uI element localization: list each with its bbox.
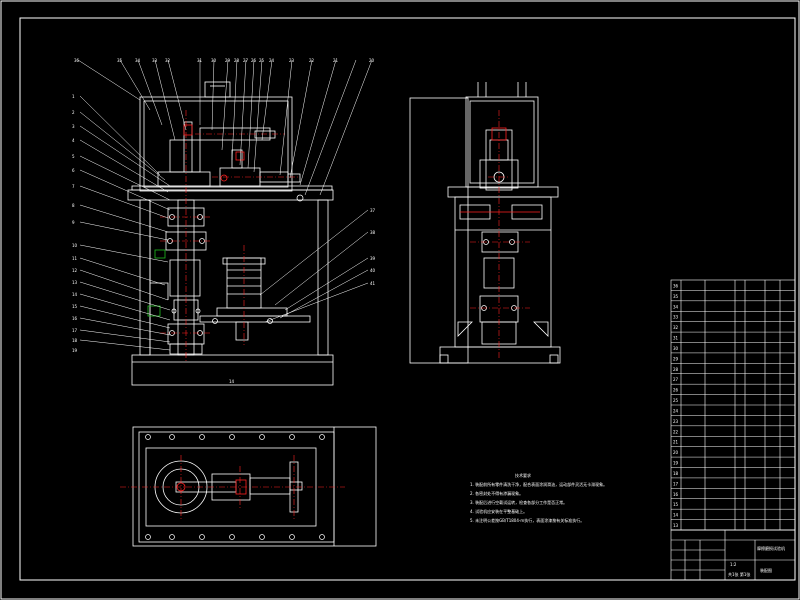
leader-lines-top [77,59,373,196]
parts-row-number: 21 [673,440,679,445]
balloon-label: 20 [369,58,375,63]
drawing-scale: 1:2 [730,562,737,567]
parts-row-number: 15 [673,502,679,507]
balloon-numbers-top: 36 35 34 33 32 31 30 29 28 27 26 25 24 2… [74,58,375,63]
balloon-label: 5 [72,154,75,159]
balloon-label: 35 [117,58,123,63]
parts-row-number: 23 [673,419,679,424]
balloon-label: 13 [72,280,78,285]
balloon-label: 34 [135,58,141,63]
balloon-label: 37 [370,208,376,213]
balloon-label: 15 [72,304,78,309]
balloon-label: 7 [72,184,75,189]
balloon-label: 36 [74,58,80,63]
balloon-numbers-left: 1 2 3 4 5 6 7 8 9 10 11 12 13 14 15 16 1… [72,94,78,353]
balloon-label: 24 [269,58,275,63]
parts-row-number: 26 [673,388,679,393]
balloon-label: 8 [72,203,75,208]
balloon-label: 9 [72,220,75,225]
dimension-label: 14 [229,379,235,384]
parts-row-number: 30 [673,346,679,351]
parts-row-number: 31 [673,336,679,341]
parts-row-number: 17 [673,481,679,486]
parts-row-number: 35 [673,294,679,299]
parts-row-number: 13 [673,523,679,528]
balloon-label: 32 [165,58,171,63]
parts-row-number: 14 [673,513,679,518]
balloon-label: 40 [370,268,376,273]
notes-line: 1. 装配前所有零件清洗干净，配合表面涂润滑油，运动部件灵活无卡滞现象。 [470,481,607,487]
balloon-label: 22 [309,58,315,63]
parts-row-number: 33 [673,315,679,320]
drawing-number: 装配图 [760,567,772,573]
balloon-label: 39 [370,256,376,261]
parts-row-number: 32 [673,325,679,330]
leader-lines-right [259,209,369,323]
top-view-bolts [145,434,325,540]
balloon-label: 38 [370,230,376,235]
inner-frame [19,17,796,581]
parts-row-number: 29 [673,356,679,361]
balloon-label: 41 [370,281,376,286]
front-view-red-parts [183,124,245,182]
balloon-label: 1 [72,94,75,99]
parts-row-number: 28 [673,367,679,372]
balloon-label: 25 [259,58,265,63]
parts-row-number: 20 [673,450,679,455]
leader-lines-left [79,95,171,351]
title-block-text: 摩擦磨损试验机 装配图 1:2 共1张 第1张 [728,545,785,577]
side-view-red-parts [460,127,540,213]
sheet-count: 共1张 第1张 [728,571,750,577]
notes-line: 5. 未注明公差按GB/T1804-m执行，表面涂漆按有关标准执行。 [470,517,584,523]
balloon-label: 11 [72,256,78,261]
balloon-label: 23 [289,58,295,63]
balloon-label: 28 [234,58,240,63]
top-view-red-parts [176,479,247,495]
parts-row-number: 34 [673,304,679,309]
balloon-label: 18 [72,338,78,343]
notes-line: 4. 试验机应安装在平整基础上。 [470,508,527,514]
balloon-label: 27 [243,58,249,63]
parts-row-number: 24 [673,408,679,413]
side-view-centerlines [470,110,530,360]
parts-row-number: 19 [673,461,679,466]
balloon-label: 31 [197,58,203,63]
parts-row-number: 27 [673,377,679,382]
balloon-label: 21 [333,58,339,63]
balloon-label: 30 [211,58,217,63]
balloon-label: 17 [72,328,78,333]
top-view [132,426,377,547]
parts-list-rows: 36 35 34 33 32 31 30 29 28 27 26 25 24 23 22 21 20 19 18 17… [671,283,795,531]
parts-row-number: 22 [673,429,679,434]
balloon-label: 19 [72,348,78,353]
balloon-label: 33 [152,58,158,63]
balloon-label: 14 [72,292,78,297]
parts-row-number: 25 [673,398,679,403]
balloon-numbers-right: 37 38 39 40 41 [370,208,376,286]
balloon-label: 2 [72,110,75,115]
technical-notes: 技术要求 1. 装配前所有零件清洗干净，配合表面涂润滑油，运动部件灵活无卡滞现象… [470,472,607,523]
notes-line: 3. 装配后进行空载试运转，检查各部分工作是否正常。 [470,499,567,505]
parts-row-number: 18 [673,471,679,476]
side-view [409,82,561,364]
balloon-label: 6 [72,168,75,173]
balloon-label: 12 [72,268,78,273]
balloon-label: 26 [251,58,257,63]
title-block [670,529,796,581]
parts-row-number: 36 [673,283,679,288]
parts-row-number: 16 [673,492,679,497]
drawing-name: 摩擦磨损试验机 [757,545,785,551]
balloon-label: 3 [72,124,75,129]
notes-line: 2. 各密封处不得有渗漏现象。 [470,490,523,496]
balloon-label: 29 [225,58,231,63]
notes-title: 技术要求 [515,472,531,478]
top-view-centerlines [120,455,345,520]
balloon-label: 4 [72,138,75,143]
balloon-label: 10 [72,243,78,248]
balloon-label: 16 [72,316,78,321]
front-view [127,81,334,386]
